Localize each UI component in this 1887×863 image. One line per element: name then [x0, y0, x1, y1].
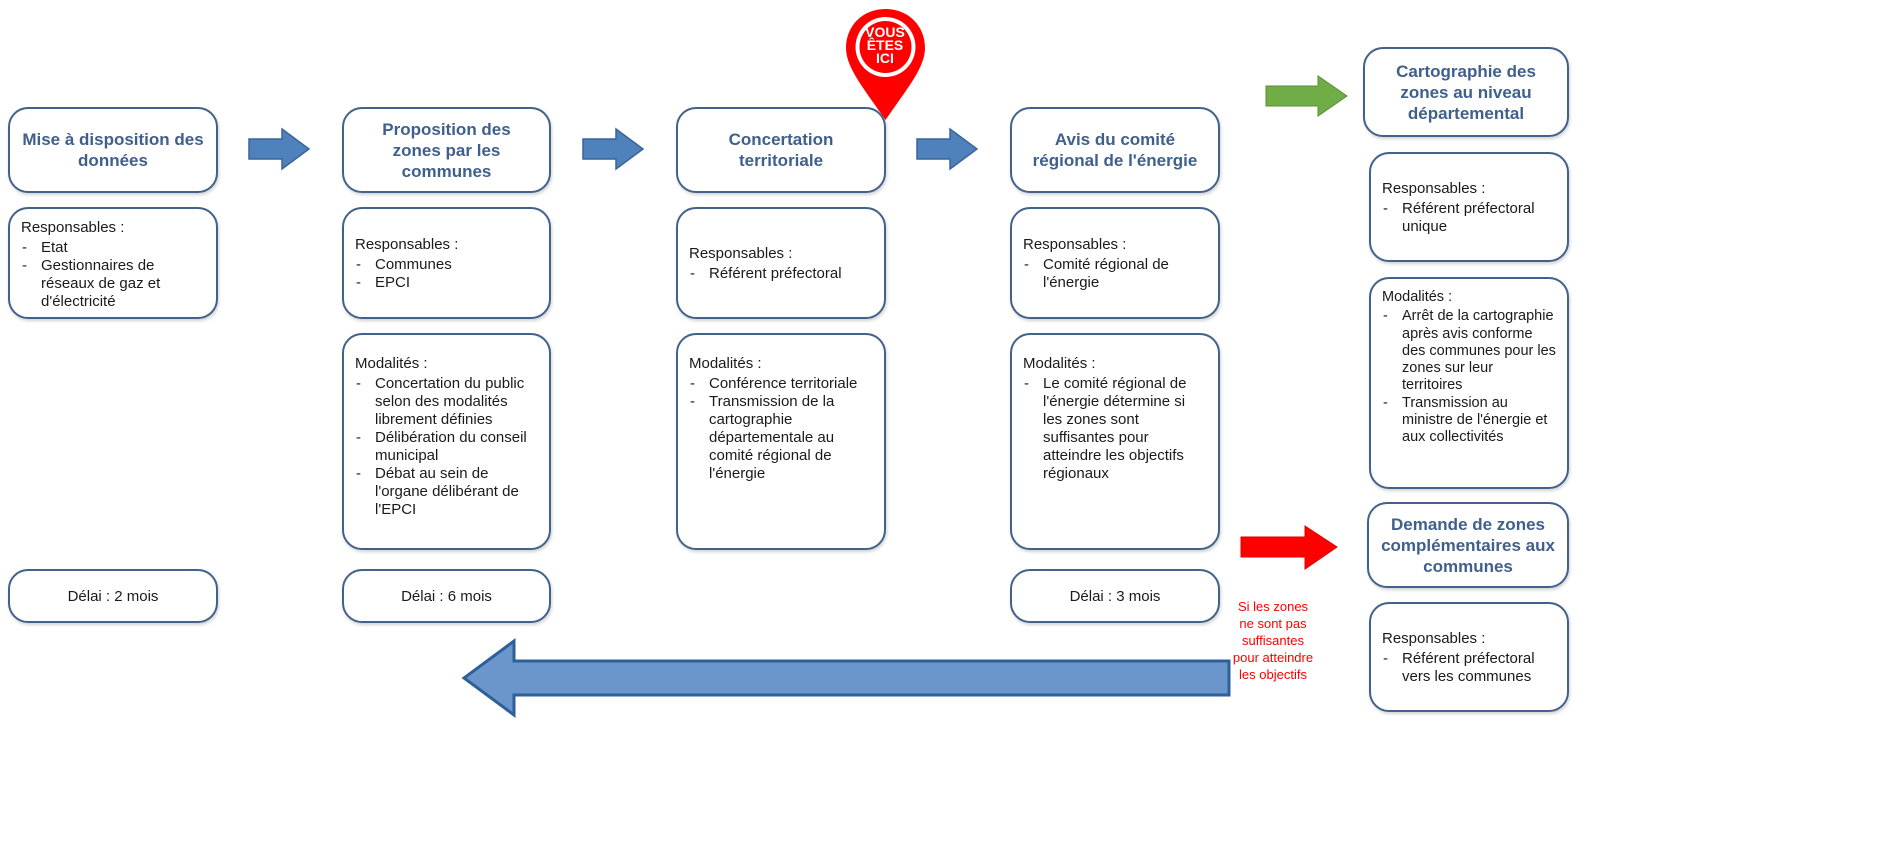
- step-3-modalites-box: Modalités : Conférence territoriale Tran…: [676, 333, 886, 550]
- list-item: Communes: [355, 256, 539, 274]
- list-item: Délibération du conseil municipal: [355, 429, 539, 465]
- step-1-responsables-label: Responsables :: [21, 219, 125, 236]
- list-item: Référent préfectoral vers les communes: [1382, 650, 1557, 686]
- list-item: Arrêt de la cartographie après avis conf…: [1382, 308, 1557, 394]
- outcome-cartography-responsables-box: Responsables : Référent préfectoral uniq…: [1369, 152, 1569, 262]
- outcome-request-responsables-box: Responsables : Référent préfectoral vers…: [1369, 602, 1569, 712]
- location-pin-icon: [846, 9, 925, 120]
- outcome-cartography-responsables-label: Responsables :: [1382, 180, 1486, 197]
- step-4-modalites-label: Modalités :: [1023, 355, 1096, 372]
- step-1-delay: Délai : 2 mois: [67, 587, 159, 605]
- step-2-title: Proposition des zones par les communes: [382, 119, 511, 181]
- step-1-title-box: Mise à disposition des données: [8, 107, 218, 193]
- list-item: Comité régional de l'énergie: [1023, 256, 1208, 292]
- list-item: Débat au sein de l'organe délibérant de …: [355, 465, 539, 519]
- step-3-responsables-box: Responsables : Référent préfectoral: [676, 207, 886, 319]
- step-4-modalites-list: Le comité régional de l'énergie détermin…: [1023, 375, 1208, 483]
- pin-line-2: ÊTES: [866, 37, 904, 53]
- step-3-responsables-list: Référent préfectoral: [689, 265, 874, 283]
- list-item: Référent préfectoral unique: [1382, 200, 1557, 236]
- outcome-request-responsables-label: Responsables :: [1382, 630, 1486, 647]
- list-item: Gestionnaires de réseaux de gaz et d'éle…: [21, 257, 206, 311]
- step-4-responsables-list: Comité régional de l'énergie: [1023, 256, 1208, 292]
- step-4-responsables-box: Responsables : Comité régional de l'éner…: [1010, 207, 1220, 319]
- pin-line-1: VOUS: [865, 24, 905, 40]
- outcome-cartography-title-box: Cartographie des zones au niveau départe…: [1363, 47, 1569, 137]
- outcome-request-title-box: Demande de zones complémentaires aux com…: [1367, 502, 1569, 588]
- failure-arrow: [1240, 525, 1338, 570]
- outcome-request-responsables-list: Référent préfectoral vers les communes: [1382, 650, 1557, 686]
- list-item: Etat: [21, 239, 206, 257]
- step-2-title-box: Proposition des zones par les communes: [342, 107, 551, 193]
- flow-arrow-1: [248, 127, 311, 171]
- step-1-responsables-box: Responsables : Etat Gestionnaires de rés…: [8, 207, 218, 319]
- step-3-modalites-label: Modalités :: [689, 355, 762, 372]
- list-item: EPCI: [355, 274, 539, 292]
- condition-note: Si les zones ne sont pas suffisantes pou…: [1232, 599, 1314, 682]
- step-2-modalites-list: Concertation du public selon des modalit…: [355, 375, 539, 519]
- pin-line-3: ICI: [876, 50, 894, 66]
- list-item: Concertation du public selon des modalit…: [355, 375, 539, 429]
- flow-arrow-3: [916, 127, 979, 171]
- step-2-responsables-list: Communes EPCI: [355, 256, 539, 292]
- step-2-delay-box: Délai : 6 mois: [342, 569, 551, 623]
- list-item: Transmission au ministre de l'énergie et…: [1382, 395, 1557, 447]
- step-2-modalites-box: Modalités : Concertation du public selon…: [342, 333, 551, 550]
- step-4-title-box: Avis du comité régional de l'énergie: [1010, 107, 1220, 193]
- pin-label: VOUS ÊTES ICI: [855, 24, 915, 66]
- step-4-responsables-label: Responsables :: [1023, 236, 1127, 253]
- step-3-title: Concertation territoriale: [728, 130, 834, 170]
- step-1-delay-box: Délai : 2 mois: [8, 569, 218, 623]
- success-arrow: [1265, 75, 1348, 117]
- step-2-responsables-box: Responsables : Communes EPCI: [342, 207, 551, 319]
- step-2-modalites-label: Modalités :: [355, 355, 428, 372]
- step-4-delay: Délai : 3 mois: [1069, 587, 1161, 605]
- list-item: Conférence territoriale: [689, 375, 874, 393]
- outcome-request-title: Demande de zones complémentaires aux com…: [1381, 514, 1555, 576]
- step-2-responsables-label: Responsables :: [355, 236, 459, 253]
- flow-arrow-2: [582, 127, 645, 171]
- list-item: Transmission de la cartographie départem…: [689, 393, 874, 483]
- list-item: Référent préfectoral: [689, 265, 874, 283]
- step-4-title: Avis du comité régional de l'énergie: [1032, 130, 1198, 170]
- outcome-cartography-responsables-list: Référent préfectoral unique: [1382, 200, 1557, 236]
- outcome-cartography-title: Cartographie des zones au niveau départe…: [1396, 61, 1536, 123]
- outcome-cartography-modalites-label: Modalités :: [1382, 289, 1453, 305]
- list-item: Le comité régional de l'énergie détermin…: [1023, 375, 1208, 483]
- outcome-cartography-modalites-list: Arrêt de la cartographie après avis conf…: [1382, 308, 1557, 446]
- step-1-title: Mise à disposition des données: [22, 130, 204, 170]
- step-3-responsables-label: Responsables :: [689, 245, 793, 262]
- return-arrow: [461, 638, 1231, 718]
- step-2-delay: Délai : 6 mois: [401, 587, 492, 605]
- outcome-cartography-modalites-box: Modalités : Arrêt de la cartographie apr…: [1369, 277, 1569, 489]
- step-3-modalites-list: Conférence territoriale Transmission de …: [689, 375, 874, 483]
- step-4-modalites-box: Modalités : Le comité régional de l'éner…: [1010, 333, 1220, 550]
- step-1-responsables-list: Etat Gestionnaires de réseaux de gaz et …: [21, 239, 206, 311]
- step-4-delay-box: Délai : 3 mois: [1010, 569, 1220, 623]
- step-3-title-box: Concertation territoriale: [676, 107, 886, 193]
